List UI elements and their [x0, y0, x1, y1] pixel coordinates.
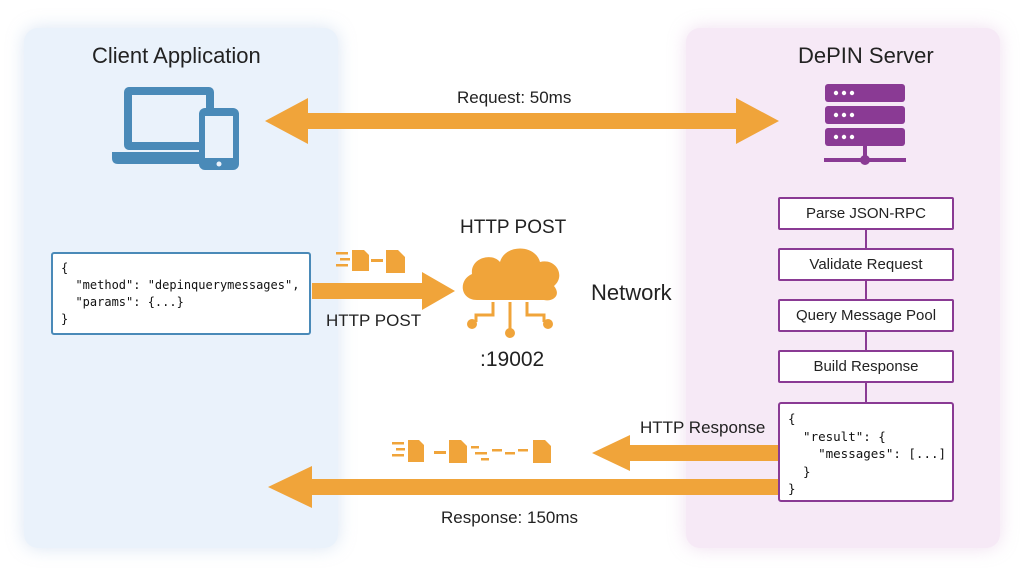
- http-response-arrow: [592, 435, 778, 471]
- request-arrow: [312, 272, 455, 310]
- step-query-message-pool: Query Message Pool: [778, 299, 954, 332]
- code-line: "result": {: [788, 428, 886, 444]
- server-rack-icon: [824, 84, 906, 165]
- code-line: "messages": [...]: [788, 446, 947, 461]
- code-line: "params": {...}: [61, 295, 184, 309]
- request-timing-label: Request: 50ms: [457, 88, 572, 107]
- code-line: }: [788, 463, 811, 479]
- request-packets-icon: [336, 250, 405, 273]
- http-post-title: HTTP POST: [460, 217, 567, 238]
- http-post-arrow-label: HTTP POST: [326, 311, 422, 330]
- request-code-box: { "method": "depinquerymessages", "param…: [51, 252, 311, 335]
- cloud-icon: [462, 248, 560, 338]
- step-parse-json-rpc: Parse JSON-RPC: [778, 197, 954, 230]
- response-arrow: [268, 466, 778, 508]
- step-validate-request: Validate Request: [778, 248, 954, 281]
- response-timing-label: Response: 150ms: [441, 508, 579, 527]
- response-packets-icon: [392, 440, 551, 463]
- server-title: DePIN Server: [798, 43, 934, 68]
- response-code-box: { "result": { "messages": [...] }}: [778, 402, 954, 502]
- code-line: "method": "depinquerymessages",: [61, 278, 300, 292]
- code-line: }: [61, 312, 69, 326]
- code-line: {: [61, 261, 69, 275]
- code-line: {: [788, 411, 796, 426]
- step-build-response: Build Response: [778, 350, 954, 383]
- http-response-label: HTTP Response: [640, 418, 766, 437]
- network-label: Network: [591, 280, 672, 305]
- port-label: :19002: [480, 348, 545, 371]
- laptop-phone-icon: [112, 87, 239, 170]
- request-double-arrow: [265, 98, 779, 144]
- code-line: }: [788, 481, 796, 496]
- client-title: Client Application: [92, 43, 261, 68]
